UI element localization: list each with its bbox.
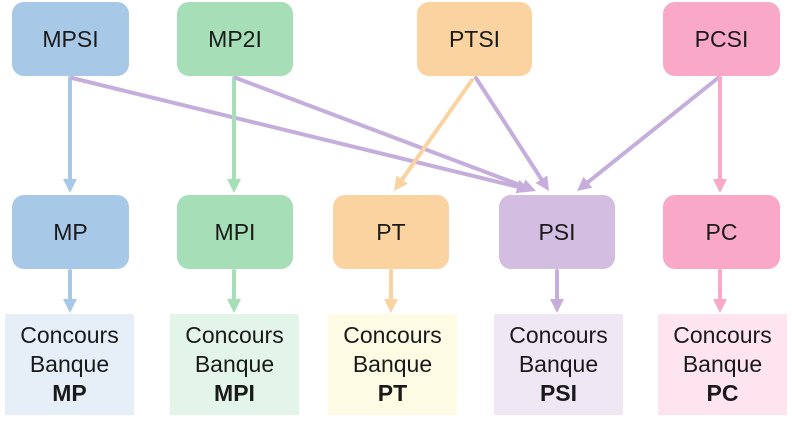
node-mp2i-label: MP2I bbox=[208, 25, 262, 52]
contest-psi: Concours Banque PSI bbox=[494, 314, 623, 415]
contest-pt: Concours Banque PT bbox=[328, 314, 457, 415]
contest-psi-code: PSI bbox=[539, 380, 578, 406]
contest-mpi: Concours Banque MPI bbox=[170, 314, 299, 415]
contest-mp-code: MP bbox=[52, 380, 87, 406]
arrow-ptsi-to-pt bbox=[394, 78, 474, 191]
contest-mpi-line1: Concours bbox=[185, 322, 284, 348]
contest-pc: Concours Banque PC bbox=[658, 314, 787, 415]
arrow-pcsi-to-pc bbox=[713, 76, 727, 193]
arrow-mp2i-to-psi bbox=[234, 76, 536, 193]
arrow-head bbox=[227, 299, 241, 313]
node-pc-label: PC bbox=[705, 218, 738, 245]
contest-pt-line1: Concours bbox=[343, 322, 442, 348]
arrow-shaft bbox=[70, 76, 520, 189]
arrow-shaft bbox=[474, 76, 544, 182]
arrow-head bbox=[550, 299, 564, 313]
node-mpi: MPI bbox=[177, 195, 293, 269]
node-psi-label: PSI bbox=[538, 218, 576, 245]
contest-pt-line2: Banque bbox=[352, 351, 433, 377]
node-mp2i: MP2I bbox=[177, 2, 293, 76]
contest-psi-line1: Concours bbox=[509, 322, 608, 348]
arrow-mp2i-to-mpi bbox=[227, 76, 241, 193]
contest-pc-line1: Concours bbox=[673, 322, 772, 348]
node-mpsi: MPSI bbox=[12, 2, 129, 76]
arrow-pc-to-contest-pc bbox=[713, 269, 727, 313]
node-mpi-label: MPI bbox=[214, 218, 256, 245]
arrow-mp-to-contest-mp bbox=[63, 269, 77, 313]
arrow-shaft bbox=[585, 76, 720, 185]
node-mpsi-label: MPSI bbox=[42, 25, 99, 52]
node-ptsi-label: PTSI bbox=[448, 25, 501, 52]
node-psi: PSI bbox=[499, 195, 615, 269]
arrow-head bbox=[394, 175, 408, 191]
arrow-mpsi-to-mp bbox=[63, 76, 77, 193]
arrow-psi-to-contest-psi bbox=[550, 269, 564, 313]
arrow-head bbox=[520, 179, 536, 193]
contest-pc-line2: Banque bbox=[682, 351, 763, 377]
arrow-head bbox=[535, 175, 549, 191]
arrow-head bbox=[577, 176, 593, 191]
arrow-ptsi-to-psi bbox=[474, 76, 549, 191]
arrow-head bbox=[63, 179, 77, 193]
node-mp: MP bbox=[12, 195, 129, 269]
node-ptsi: PTSI bbox=[417, 2, 532, 76]
arrow-head bbox=[227, 179, 241, 193]
node-mp-label: MP bbox=[53, 218, 88, 245]
arrow-shaft bbox=[234, 76, 525, 189]
contest-pt-code: PT bbox=[377, 380, 408, 406]
contest-pc-code: PC bbox=[706, 380, 739, 406]
node-pt-label: PT bbox=[376, 218, 406, 245]
node-pcsi-label: PCSI bbox=[694, 25, 749, 52]
arrow-pt-to-contest-pt bbox=[384, 269, 398, 313]
arrow-pcsi-to-psi bbox=[577, 76, 720, 191]
node-pcsi: PCSI bbox=[663, 2, 780, 76]
contest-mpi-line2: Banque bbox=[194, 351, 275, 377]
arrow-head bbox=[713, 299, 727, 313]
contest-mp-line2: Banque bbox=[29, 351, 110, 377]
arrow-head bbox=[713, 179, 727, 193]
node-pt: PT bbox=[333, 195, 449, 269]
arrow-head bbox=[384, 299, 398, 313]
contest-mp-line1: Concours bbox=[20, 322, 119, 348]
arrow-head bbox=[63, 299, 77, 313]
contest-psi-line2: Banque bbox=[518, 351, 599, 377]
contest-mpi-code: MPI bbox=[214, 380, 255, 406]
contest-mp: Concours Banque MP bbox=[5, 314, 134, 415]
arrow-shaft bbox=[400, 78, 474, 182]
node-pc: PC bbox=[663, 195, 780, 269]
arrow-mpi-to-contest-mpi bbox=[227, 269, 241, 313]
